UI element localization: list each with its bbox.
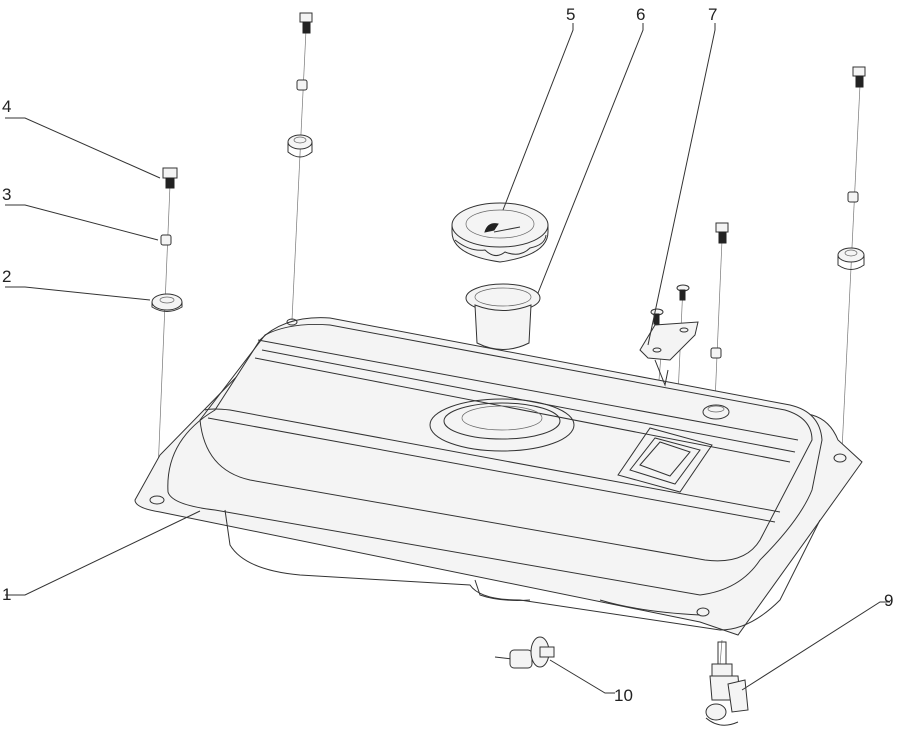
callout-2: 2: [2, 267, 11, 286]
fuel-gauge-bracket: [639, 284, 699, 387]
leader-lines: [5, 23, 890, 694]
tank-upper-shell: [167, 317, 823, 596]
bolt-right: [852, 66, 866, 88]
grommet-rear: [287, 134, 313, 158]
bolt-parts: [162, 12, 866, 244]
callout-9: 9: [884, 591, 893, 610]
grommet-right: [837, 247, 865, 270]
callout-7: 7: [708, 5, 717, 24]
grommet-left: [151, 293, 183, 312]
fuel-filter: [494, 636, 555, 669]
bolt-rear: [299, 12, 313, 34]
collar-parts: [160, 79, 859, 359]
callout-6: 6: [636, 5, 645, 24]
callout-4: 4: [2, 97, 11, 116]
callout-3: 3: [2, 185, 11, 204]
callout-labels: 1 2 3 4 5 6 7 9 10: [2, 5, 893, 705]
tank-lower-sump: [224, 509, 821, 631]
fuel-tank: [134, 317, 863, 636]
fuel-valve: [705, 641, 749, 726]
grommet-parts: [151, 134, 865, 312]
filler-strainer: [465, 283, 541, 350]
screw-a: [676, 284, 690, 301]
fuel-cap: [451, 202, 549, 263]
callout-10: 10: [614, 686, 633, 705]
bolt-front: [715, 222, 729, 244]
callout-5: 5: [566, 5, 575, 24]
bolt-left: [162, 167, 178, 189]
callout-1: 1: [2, 585, 11, 604]
